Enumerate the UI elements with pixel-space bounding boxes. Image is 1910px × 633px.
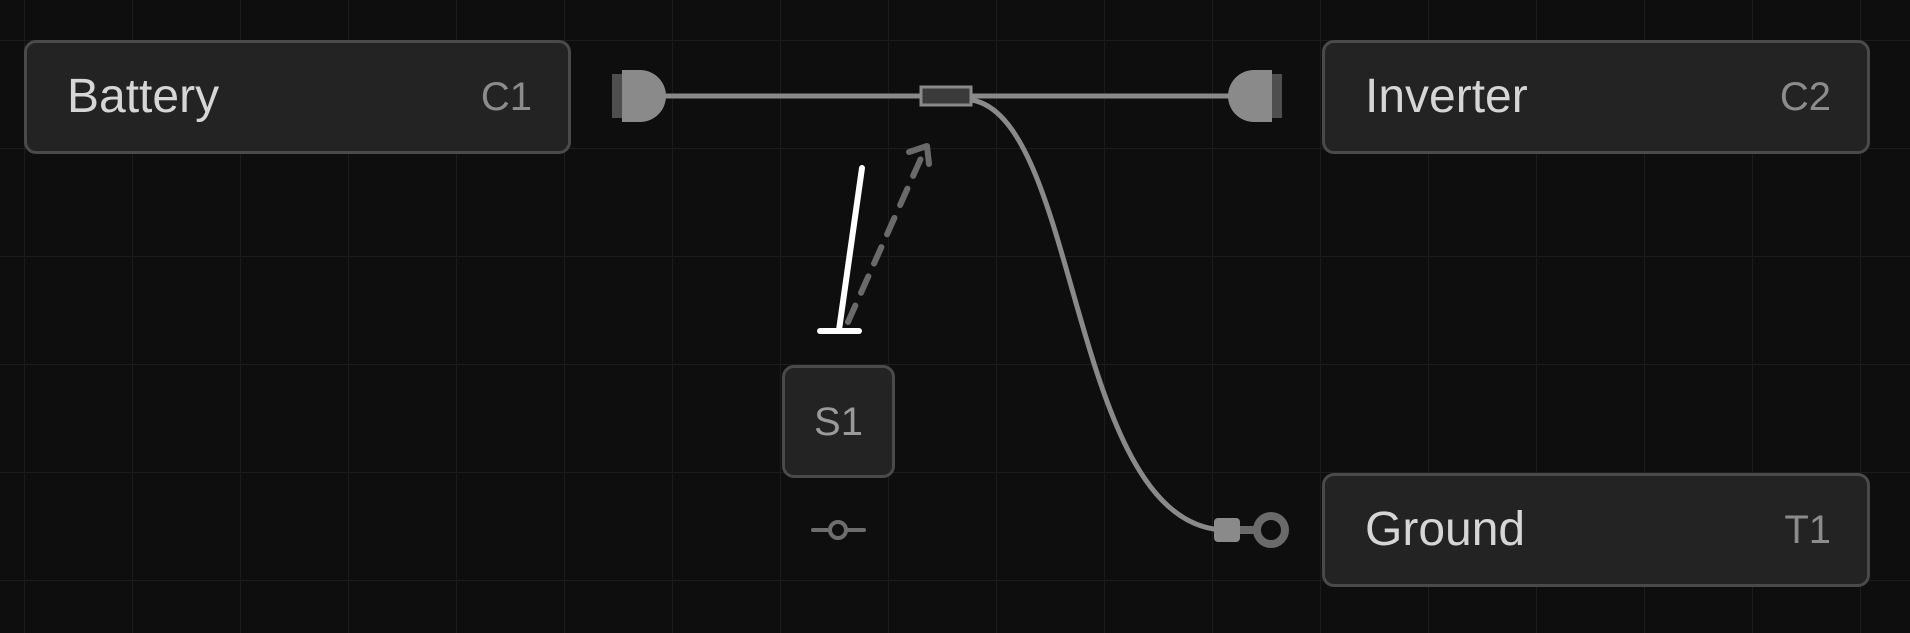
- node-ground[interactable]: Ground T1: [1322, 473, 1870, 587]
- node-inverter-name: Inverter: [1365, 70, 1528, 123]
- node-switch-ref: S1: [814, 399, 863, 444]
- switch-lever-icon[interactable]: [817, 165, 865, 334]
- node-battery[interactable]: Battery C1: [24, 40, 571, 154]
- node-inverter-ref: C2: [1779, 75, 1831, 119]
- wire-junction-ground[interactable]: [969, 97, 1225, 533]
- switch-contact-icon: [811, 520, 866, 540]
- ground-terminal-icon[interactable]: [1214, 512, 1289, 548]
- battery-connector-icon[interactable]: [612, 70, 666, 122]
- junction-splice-icon[interactable]: [919, 85, 973, 107]
- node-battery-name: Battery: [67, 70, 220, 123]
- actuation-arrow-icon: [845, 143, 932, 325]
- node-inverter[interactable]: Inverter C2: [1322, 40, 1870, 154]
- inverter-connector-icon[interactable]: [1228, 70, 1282, 122]
- node-switch[interactable]: S1: [782, 365, 895, 478]
- node-ground-ref: T1: [1784, 508, 1831, 552]
- node-ground-name: Ground: [1365, 503, 1526, 556]
- node-battery-ref: C1: [480, 75, 532, 119]
